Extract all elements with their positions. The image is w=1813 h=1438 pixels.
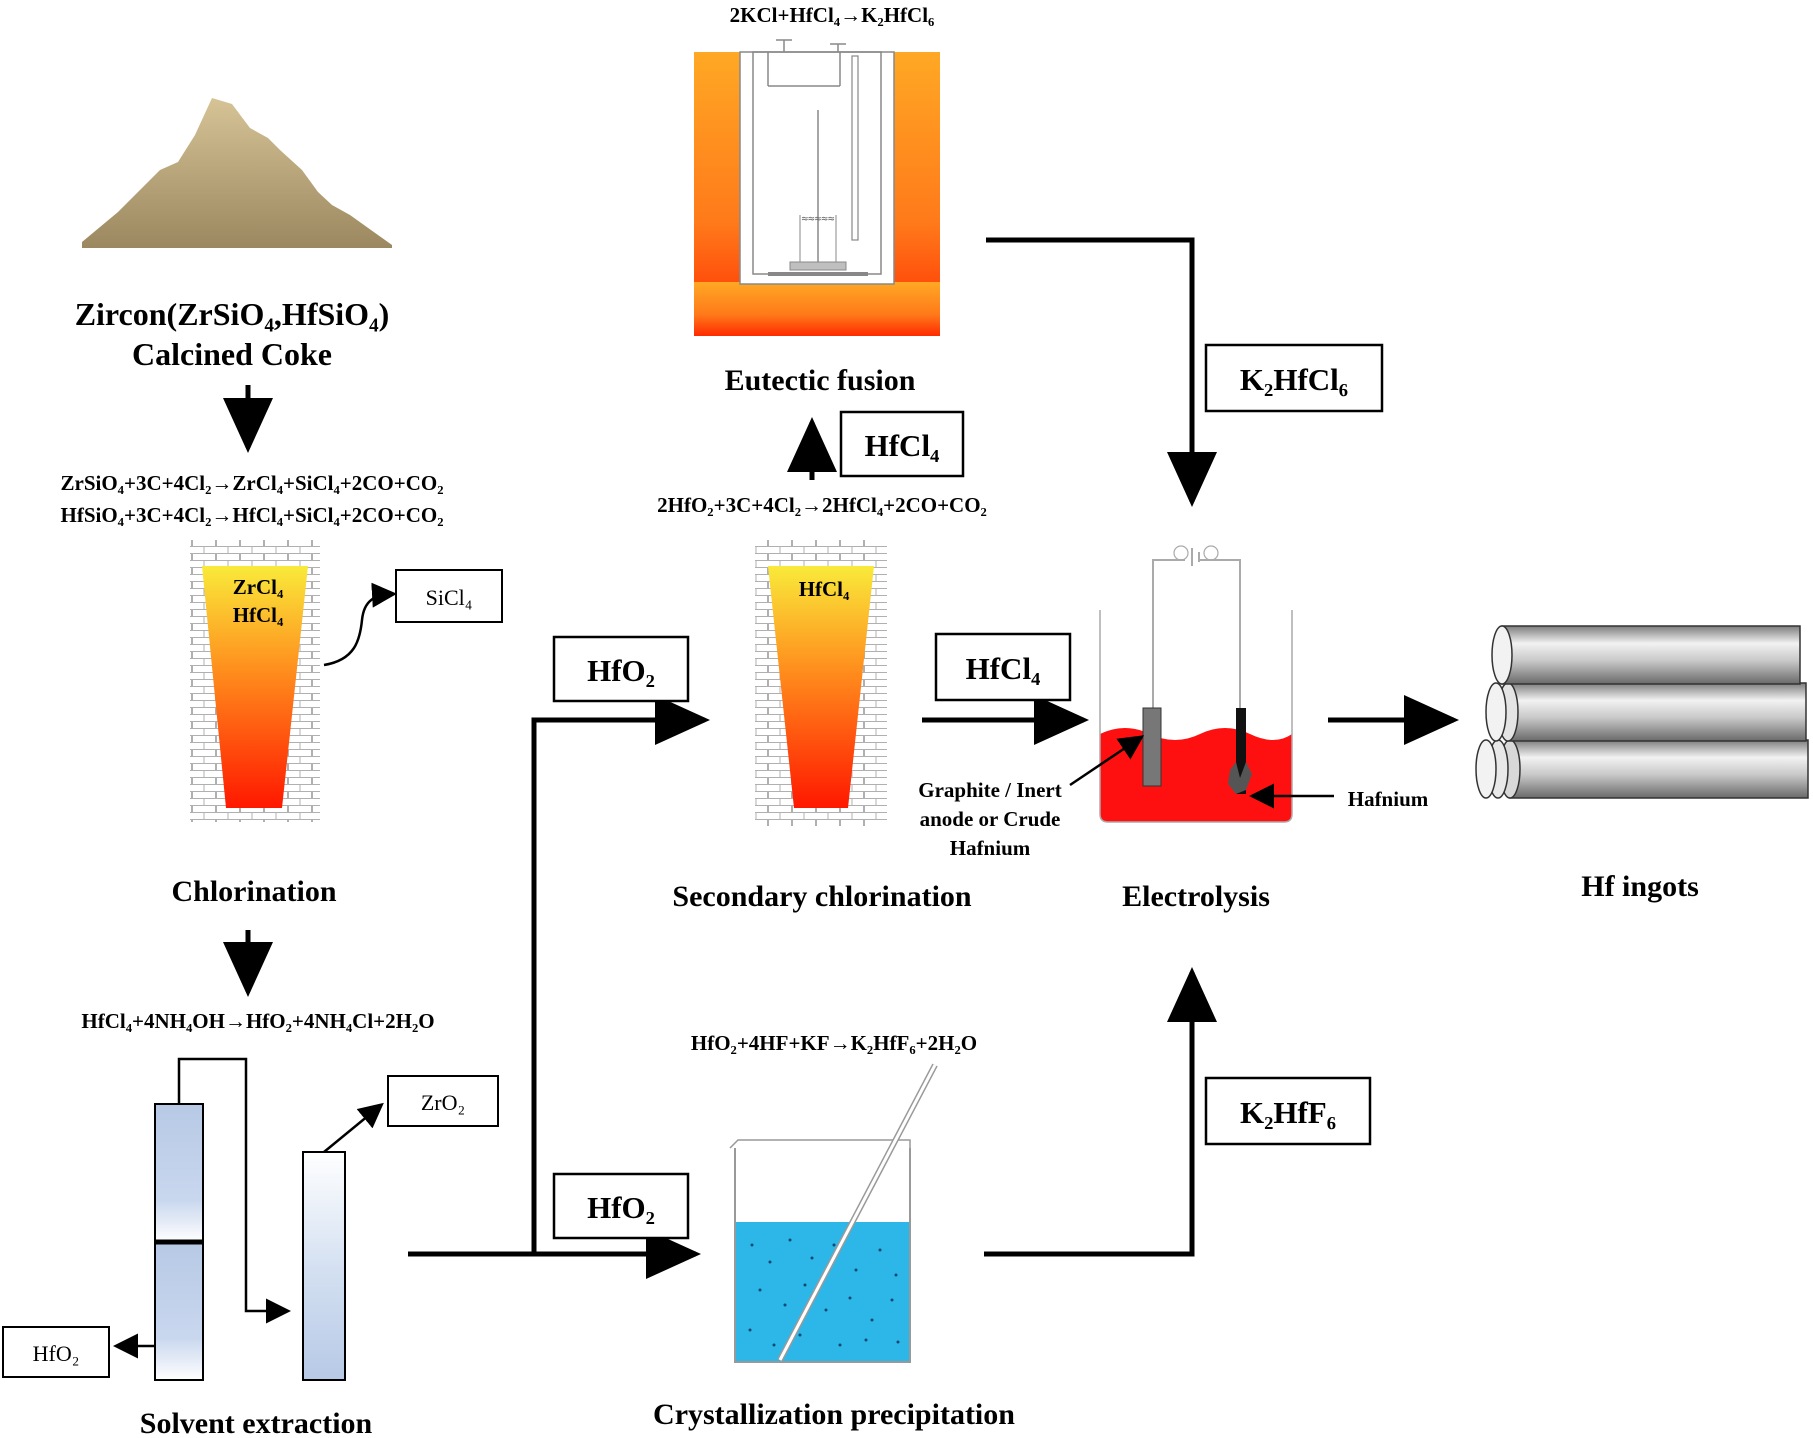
extraction-eq: HfCl₄+4NH₄OH→HfO₂+4NH₄Cl+2H₂O xyxy=(81,1009,434,1033)
chlorination-eq1: ZrSiO₄+3C+4Cl₂→ZrCl₄+SiCl₄+2CO+CO₂ xyxy=(61,471,444,495)
secondary-furnace xyxy=(755,540,887,826)
k2hff6-label: K₂HfF₆ xyxy=(1240,1095,1336,1130)
arrow-to-secondary-chlorination xyxy=(531,695,710,1254)
secondary-chlorination-label: Secondary chlorination xyxy=(672,880,971,913)
beaker-icon xyxy=(729,1063,938,1363)
anode-label-1: Graphite / Inert xyxy=(918,778,1061,802)
raw-material-line2: Calcined Coke xyxy=(132,336,332,372)
sicl4-box xyxy=(395,569,503,623)
crystallization-label: Crystallization precipitation xyxy=(653,1398,1015,1431)
hfo2-lower-label: HfO₂ xyxy=(587,1190,655,1225)
sicl4-label: SiCl₄ xyxy=(426,585,473,610)
extraction-column-2 xyxy=(302,1151,346,1381)
chlorination-furnace xyxy=(190,540,320,822)
chlorination-content1: ZrCl₄ xyxy=(233,575,284,599)
hfo2-upper-box xyxy=(552,635,690,703)
eutectic-eq: 2KCl+HfCl₄→K₂HfCl₆ xyxy=(730,3,935,27)
k2hfcl6-box xyxy=(1204,343,1384,413)
hfo2-lower-box xyxy=(552,1172,690,1240)
secondary-content: HfCl₄ xyxy=(799,577,850,601)
hfcl4-right-label: HfCl₄ xyxy=(966,651,1041,686)
arrow-to-zro2 xyxy=(323,1102,384,1153)
electrolysis-cell xyxy=(1099,545,1293,823)
svg-text:≈≈≈≈≈: ≈≈≈≈≈ xyxy=(801,212,834,225)
chlorination-label: Chlorination xyxy=(171,875,336,908)
hfcl4-up-label: HfCl₄ xyxy=(865,428,940,463)
extraction-transfer-pipe xyxy=(177,1057,291,1324)
raw-material-line1: Zircon(ZrSiO₄,HfSiO₄) xyxy=(75,296,390,332)
hfcl4-right-box xyxy=(934,632,1072,702)
ingots-label: Hf ingots xyxy=(1581,870,1699,903)
eutectic-label: Eutectic fusion xyxy=(725,364,916,397)
extraction-column-1 xyxy=(154,1103,204,1381)
anode-label-3: Hafnium xyxy=(950,836,1031,860)
arrow-k2hff6 xyxy=(984,967,1217,1257)
hfo2-upper-label: HfO₂ xyxy=(587,653,655,688)
electrolysis-label: Electrolysis xyxy=(1122,880,1270,913)
hfcl4-up-box xyxy=(839,410,965,478)
hf-ingots-icon xyxy=(1475,625,1809,799)
k2hff6-box xyxy=(1204,1076,1372,1146)
arrow-k2hfcl6 xyxy=(986,237,1217,507)
extraction-label: Solvent extraction xyxy=(140,1407,373,1438)
sand-pile-icon xyxy=(82,98,392,248)
k2hfcl6-label: K₂HfCl₆ xyxy=(1240,362,1348,397)
hfo2-out-box xyxy=(2,1326,110,1378)
secondary-chlorination-eq: 2HfO₂+3C+4Cl₂→2HfCl₄+2CO+CO₂ xyxy=(657,493,987,517)
cathode-label: Hafnium xyxy=(1348,787,1429,811)
zro2-box xyxy=(387,1075,499,1127)
crystallization-eq: HfO₂+4HF+KF→K₂HfF₆+2H₂O xyxy=(691,1031,977,1055)
arrow-to-sicl4 xyxy=(323,582,397,667)
chlorination-eq2: HfSiO₄+3C+4Cl₂→HfCl₄+SiCl₄+2CO+CO₂ xyxy=(61,503,444,527)
anode-pointer xyxy=(1069,735,1145,787)
hfo2-out-label: HfO₂ xyxy=(33,1341,80,1366)
eutectic-fusion-furnace: ≈≈≈≈≈ xyxy=(694,39,940,336)
zro2-label: ZrO₂ xyxy=(421,1090,465,1115)
anode-label-2: anode or Crude xyxy=(920,807,1061,831)
chlorination-content2: HfCl₄ xyxy=(233,603,284,627)
